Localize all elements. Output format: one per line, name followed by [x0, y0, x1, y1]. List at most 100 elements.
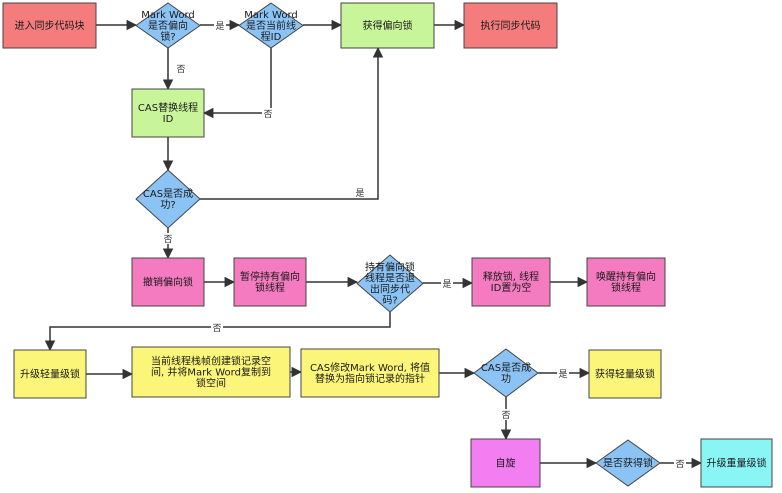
node-label-line: 锁空间	[196, 377, 226, 390]
edge-label: 否	[176, 64, 185, 75]
node-label-line: 唤醒持有偏向	[596, 270, 656, 283]
node-getBias: 获得偏向锁	[340, 2, 435, 49]
node-label-line: 功?	[160, 199, 175, 211]
edge-d4-to-release: 是	[423, 277, 474, 290]
node-upgradeLight: 升级轻量级锁	[13, 349, 87, 399]
node-label-line: 锁线程	[255, 281, 285, 294]
node-label-line: 持有偏向锁	[365, 261, 415, 274]
process-box	[131, 346, 291, 398]
edge-label-background	[175, 63, 187, 74]
edge-label-background	[214, 20, 226, 31]
process-box	[131, 257, 205, 307]
node-label-line: ID	[163, 114, 174, 125]
node-upgradeHeavy: 升级重量级锁	[700, 438, 773, 488]
node-label-line: Mark Word	[141, 10, 195, 21]
edge-label-background	[557, 368, 569, 379]
edge-d2-to-casReplace: 否	[202, 48, 274, 120]
edge-label: 是	[558, 369, 567, 380]
edge-label: 否	[501, 410, 510, 421]
node-label-line: 当前线程栈帧创建锁记录空	[151, 355, 271, 368]
process-box	[470, 438, 541, 488]
edge-label: 否	[163, 234, 172, 245]
node-label-line: 功	[501, 373, 511, 385]
edge-label: 是	[215, 21, 224, 32]
node-label-line: 获得轻量级锁	[595, 368, 655, 381]
edge-label-background	[262, 108, 274, 119]
edge-label-background	[500, 409, 512, 420]
edge-label: 否	[212, 323, 221, 334]
process-box	[586, 257, 666, 307]
decision-diamond	[135, 2, 201, 49]
edge-label: 是	[442, 279, 451, 290]
node-revoke: 撤销偏向锁	[131, 257, 205, 307]
process-box	[471, 257, 551, 307]
node-label-line: 是否当前线	[246, 19, 296, 32]
node-label-line: ID置为空	[491, 281, 532, 294]
node-getLight: 获得轻量级锁	[588, 349, 662, 399]
node-label-line: 线程是否退	[365, 272, 415, 285]
edge-d1-to-d2: 是	[200, 19, 241, 32]
node-label-line: 升级重量级锁	[707, 457, 767, 470]
node-label-line: 程ID	[261, 31, 282, 43]
edge-d3-to-getBias: 是	[200, 46, 384, 200]
node-label-line: 暂停持有偏向	[240, 270, 300, 283]
node-label-line: 是否获得锁	[603, 457, 653, 470]
edge-d4-to-upgradeLight: 否	[44, 312, 391, 352]
decision-diamond	[238, 2, 304, 49]
node-label-line: CAS是否成	[481, 362, 531, 374]
edge-d5-to-getLight: 是	[538, 367, 591, 380]
node-label-line: 间, 并将Mark Word复制到	[151, 366, 271, 379]
edge-d5-to-spin: 否	[500, 397, 512, 441]
node-label-line: 替换为指向锁记录的指针	[315, 372, 425, 385]
edge-label-background	[441, 278, 453, 289]
edge-label: 是	[355, 188, 364, 199]
node-label-line: 锁线程	[611, 281, 641, 294]
edge-label-background	[354, 187, 366, 198]
edge-line	[200, 46, 384, 200]
node-label-line: 执行同步代码	[481, 19, 541, 32]
decision-diamond	[473, 348, 539, 398]
process-box	[300, 348, 440, 398]
node-label-line: 自旋	[496, 457, 516, 470]
node-enter: 进入同步代码块	[2, 2, 97, 49]
edge-label: 否	[675, 459, 684, 470]
process-box	[463, 2, 558, 49]
process-box	[2, 2, 97, 49]
node-execSync: 执行同步代码	[463, 2, 558, 49]
node-label-line: CAS是否成	[143, 188, 193, 200]
node-label-line: 释放锁, 线程	[483, 270, 539, 283]
edge-d1-to-casReplace: 否	[162, 48, 187, 91]
node-label-line: CAS修改Mark Word, 将值	[310, 361, 430, 374]
node-label-line: 锁?	[160, 30, 175, 43]
edge-label-background	[674, 458, 686, 469]
node-label-line: 撤销偏向锁	[143, 276, 193, 289]
edge-label-background	[162, 233, 174, 244]
node-label-line: Mark Word	[244, 10, 298, 21]
process-box	[233, 257, 307, 307]
node-spin: 自旋	[470, 438, 541, 488]
decision-diamond	[135, 169, 201, 229]
node-label-line: 获得偏向锁	[363, 19, 413, 32]
process-box	[588, 349, 662, 399]
edge-d6-to-upgradeHeavy: 否	[660, 457, 703, 470]
node-d6: 是否获得锁	[595, 439, 661, 487]
process-box	[13, 349, 87, 399]
node-label-line: 出同步代	[370, 283, 410, 296]
decision-diamond	[356, 254, 424, 313]
node-label-line: 进入同步代码块	[15, 20, 85, 32]
node-label-line: 是否偏向	[148, 19, 188, 32]
node-label-line: 码?	[382, 295, 397, 307]
process-box	[700, 438, 773, 488]
